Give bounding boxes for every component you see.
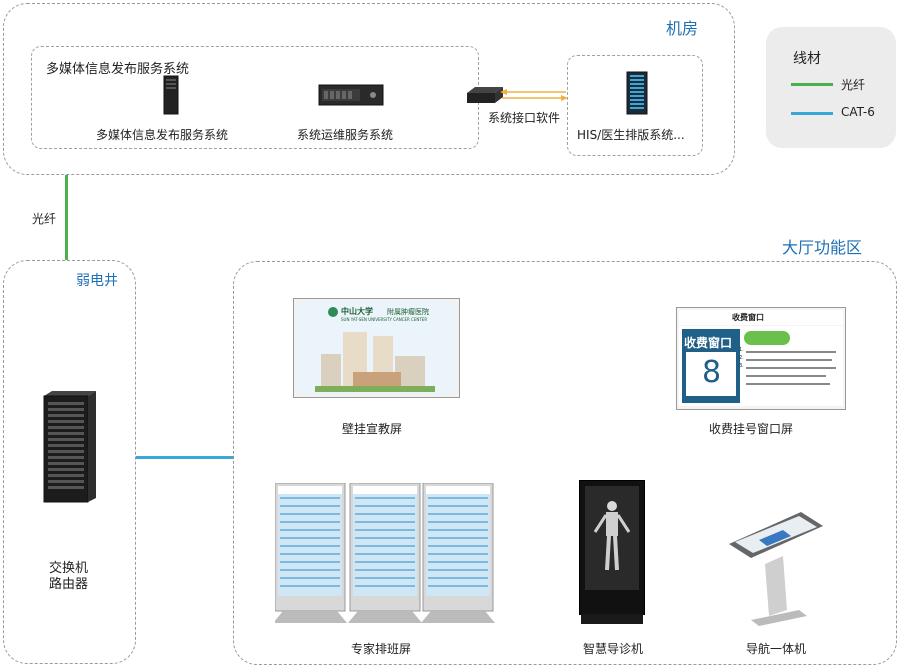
ops-server-icon (318, 83, 384, 107)
window-screen-label: 收费挂号窗口屏 (709, 422, 794, 436)
ops-server-label: 系统运维服务系统 (297, 128, 394, 142)
wall-screen-logo-text: 中山大学 (341, 307, 373, 316)
guide-label: 智慧导诊机 (583, 642, 644, 656)
legend-cat6-label: CAT-6 (841, 105, 875, 119)
weak-shaft-zone (3, 260, 136, 664)
nav-kiosk (725, 510, 825, 626)
his-group (567, 55, 703, 156)
window-notice-1: 1. (739, 347, 744, 353)
legend-fiber-swatch (791, 83, 833, 86)
window-screen-header: 收费窗口 (732, 313, 764, 322)
legend-title: 线材 (793, 51, 821, 67)
cat6-link (136, 456, 234, 459)
media-server-label: 多媒体信息发布服务系统 (96, 128, 229, 142)
his-label: HIS/医生排版系统... (577, 128, 685, 142)
media-server-icon (163, 75, 179, 115)
switch-label-line1: 交换机 (49, 561, 89, 576)
weak-shaft-title: 弱电井 (76, 273, 118, 289)
guide-kiosk (579, 480, 645, 626)
schedule-label: 专家排班屏 (351, 642, 412, 656)
interface-box-icon (465, 85, 505, 105)
window-screen: 收费窗口 收费窗口 8 1. 2. 3. (676, 307, 846, 410)
wall-screen-logo-sub: 附属肿瘤医院 (387, 308, 429, 316)
machine-room-zone (3, 3, 735, 175)
legend-fiber-label: 光纤 (841, 78, 866, 92)
switch-label-line2: 路由器 (49, 577, 89, 592)
window-notice-3: 3. (739, 363, 744, 369)
nav-label: 导航一体机 (746, 642, 807, 656)
wall-screen-label: 壁挂宣教屏 (342, 422, 403, 436)
window-screen-number: 8 (702, 355, 722, 390)
schedule-kiosks (275, 483, 497, 625)
media-server-group-title: 多媒体信息发布服务系统 (46, 62, 190, 77)
wall-screen: 中山大学 附属肿瘤医院 SUN YAT-SEN UNIVERSITY CANCE… (293, 298, 460, 398)
interface-arrows (500, 88, 568, 102)
legend-cat6-swatch (791, 112, 833, 115)
window-notice-2: 2. (739, 355, 744, 361)
hall-zone (233, 261, 897, 665)
hall-title: 大厅功能区 (782, 238, 863, 257)
fiber-link (65, 175, 68, 260)
window-screen-title: 收费窗口 (684, 336, 733, 350)
wall-screen-logo-en: SUN YAT-SEN UNIVERSITY CANCER CENTER (341, 317, 428, 322)
fiber-link-label: 光纤 (32, 212, 57, 226)
legend-panel: 线材 光纤 CAT-6 (766, 27, 896, 148)
interface-label: 系统接口软件 (488, 111, 561, 125)
his-server-icon (626, 71, 648, 115)
switch-rack-icon (40, 390, 98, 504)
machine-room-title: 机房 (666, 19, 699, 38)
